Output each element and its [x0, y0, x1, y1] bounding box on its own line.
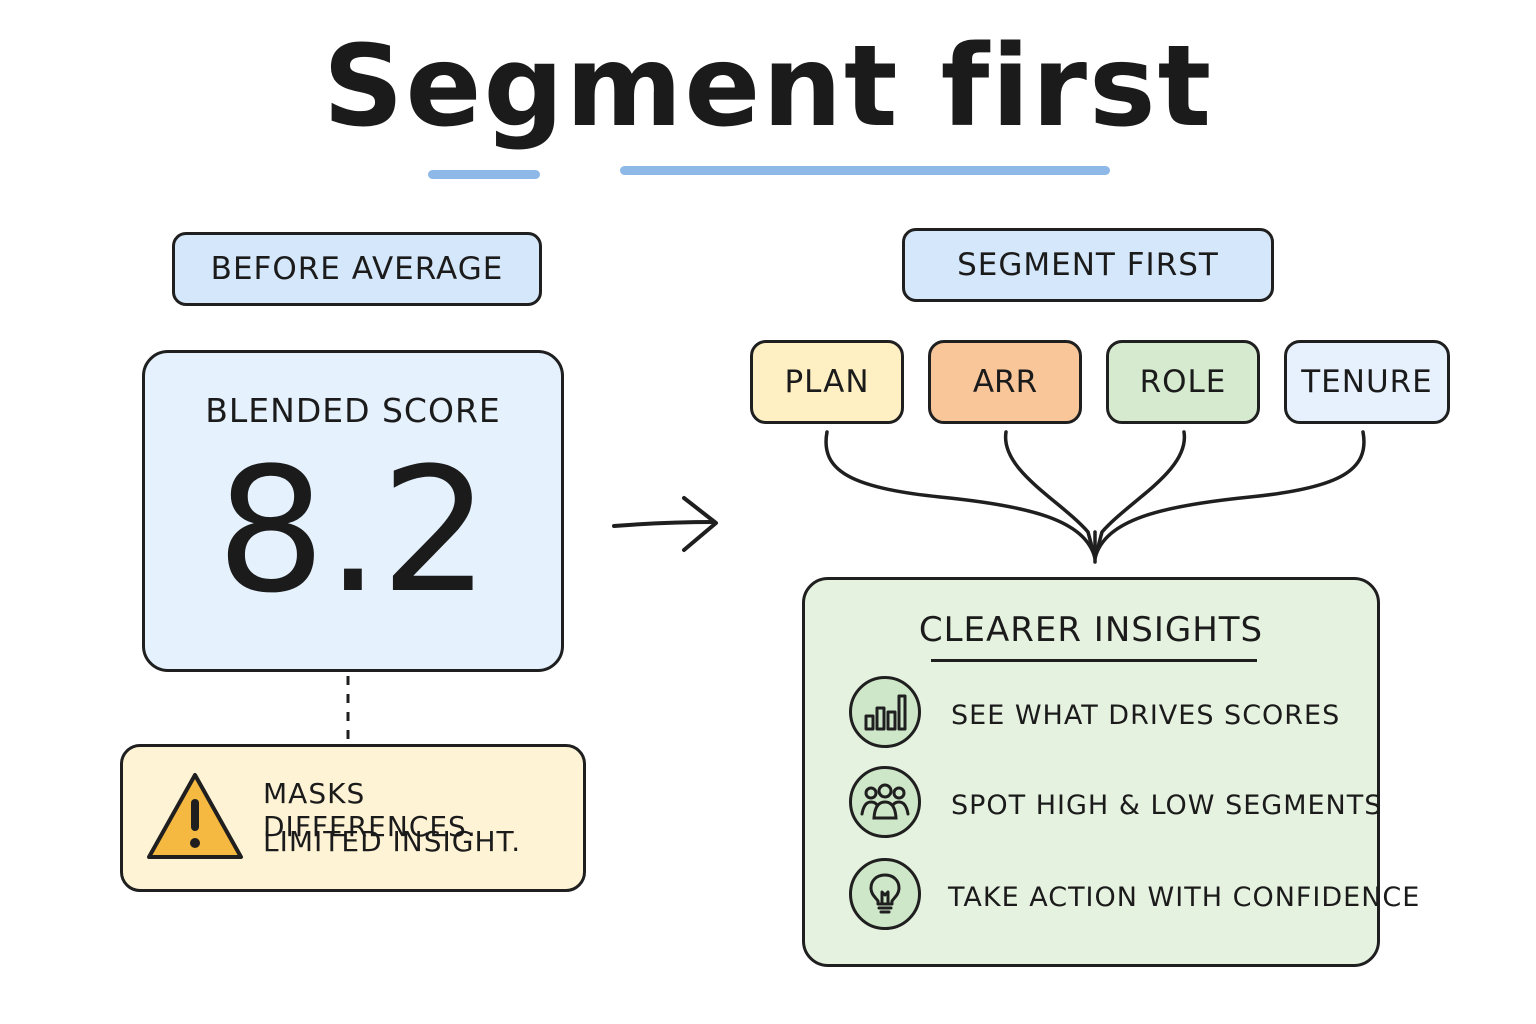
right-arrow-icon — [612, 496, 718, 552]
segment-first-header: Segment first — [902, 228, 1274, 302]
page-title: Segment first — [322, 22, 1214, 152]
before-average-label: Before average — [210, 251, 504, 287]
segment-chip-label: Plan — [784, 364, 870, 400]
segment-chip-plan: Plan — [750, 340, 904, 424]
blended-score-card: Blended score 8.2 — [142, 350, 564, 672]
insights-title: Clearer insights — [918, 610, 1264, 650]
insight-text-1: See what drives scores — [951, 700, 1341, 731]
bar-chart-icon — [849, 676, 921, 748]
segment-chip-tenure: Tenure — [1284, 340, 1450, 424]
segment-chip-label: Tenure — [1301, 364, 1433, 400]
before-average-header: Before average — [172, 232, 542, 306]
warning-box: Masks differences. Limited insight. — [120, 744, 586, 892]
insight-text-2: Spot high & low segments — [951, 790, 1383, 821]
segment-chip-label: ARR — [972, 364, 1038, 400]
insight-text-3: Take action with confidence — [948, 882, 1421, 913]
title-underline-right — [620, 166, 1110, 175]
clearer-insights-card: Clearer insights See what drives scores … — [802, 577, 1419, 967]
segment-merge-curves — [824, 430, 1366, 564]
people-group-icon — [849, 766, 921, 838]
lightbulb-icon — [849, 858, 921, 930]
warning-line-2: Limited insight. — [263, 825, 522, 858]
segment-chip-arr: ARR — [928, 340, 1082, 424]
segment-chip-role: Role — [1106, 340, 1260, 424]
warning-triangle-icon — [147, 773, 243, 859]
segment-chip-label: Role — [1139, 364, 1227, 400]
title-underline-left — [428, 170, 540, 179]
score-label: Blended score — [205, 391, 501, 430]
warning-line-1: Masks differences. — [263, 777, 477, 843]
insights-title-underline — [931, 659, 1257, 662]
segment-first-label: Segment first — [957, 247, 1219, 283]
score-value: 8.2 — [216, 430, 490, 631]
